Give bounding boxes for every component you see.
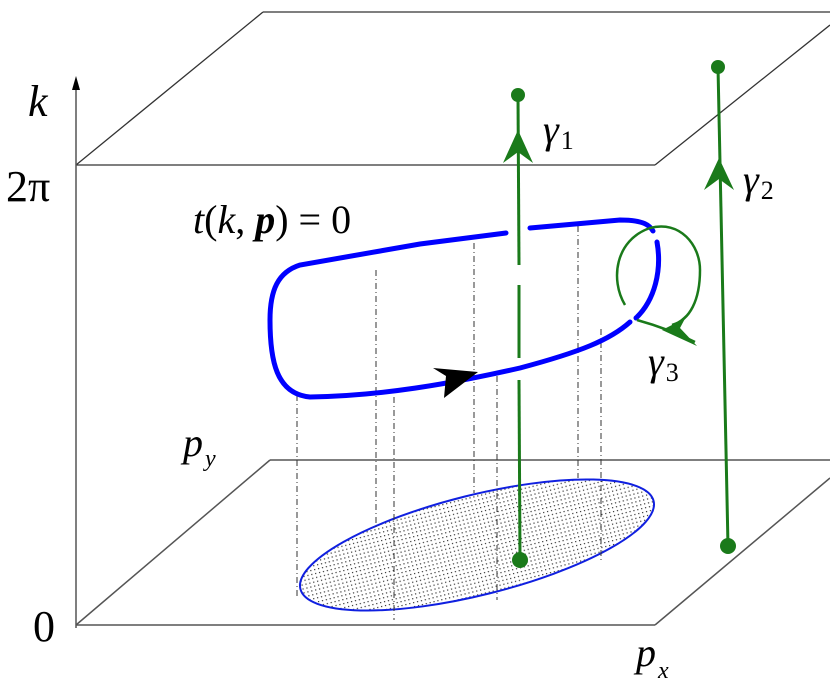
px-axis-label: px: [636, 630, 669, 684]
gamma1-path: [503, 88, 533, 568]
k-axis-label: k: [28, 77, 48, 126]
gamma2-label: γ2: [743, 157, 774, 204]
gamma2-subscript: 2: [760, 176, 774, 205]
k-axis: [72, 76, 80, 628]
gamma3-subscript: 3: [665, 358, 679, 387]
gamma1-subscript: 1: [560, 126, 574, 155]
eq-arg1: k: [217, 197, 236, 242]
gamma2-path: [704, 60, 736, 554]
k-tick-2pi: 2π: [6, 162, 51, 211]
equation-label: t(k, p) = 0: [193, 200, 351, 240]
eq-arg2: p: [255, 197, 276, 242]
gamma1-symbol: γ: [543, 107, 559, 152]
curve-t-zero: [267, 217, 662, 400]
py-axis-label: py: [183, 420, 216, 472]
gamma3-label: γ3: [648, 339, 679, 386]
projection-region: [298, 478, 656, 612]
py-symbol: p: [183, 420, 203, 465]
py-subscript: y: [205, 446, 216, 472]
eq-fn: t: [193, 197, 205, 242]
eq-close: ): [275, 197, 289, 242]
eq-comma: ,: [235, 197, 246, 242]
bottom-plane: [75, 459, 830, 626]
px-symbol: p: [636, 630, 656, 675]
curve-direction-arrow: [433, 368, 478, 398]
gamma1-label: γ1: [543, 107, 574, 154]
eq-rhs: = 0: [298, 197, 352, 242]
gamma3-arrow: [662, 313, 697, 346]
top-plane: [75, 11, 830, 166]
eq-open: (: [204, 197, 218, 242]
gamma2-symbol: γ: [743, 157, 759, 202]
k-tick-0: 0: [33, 602, 55, 651]
gamma3-symbol: γ: [648, 339, 664, 384]
px-subscript: x: [658, 658, 669, 684]
